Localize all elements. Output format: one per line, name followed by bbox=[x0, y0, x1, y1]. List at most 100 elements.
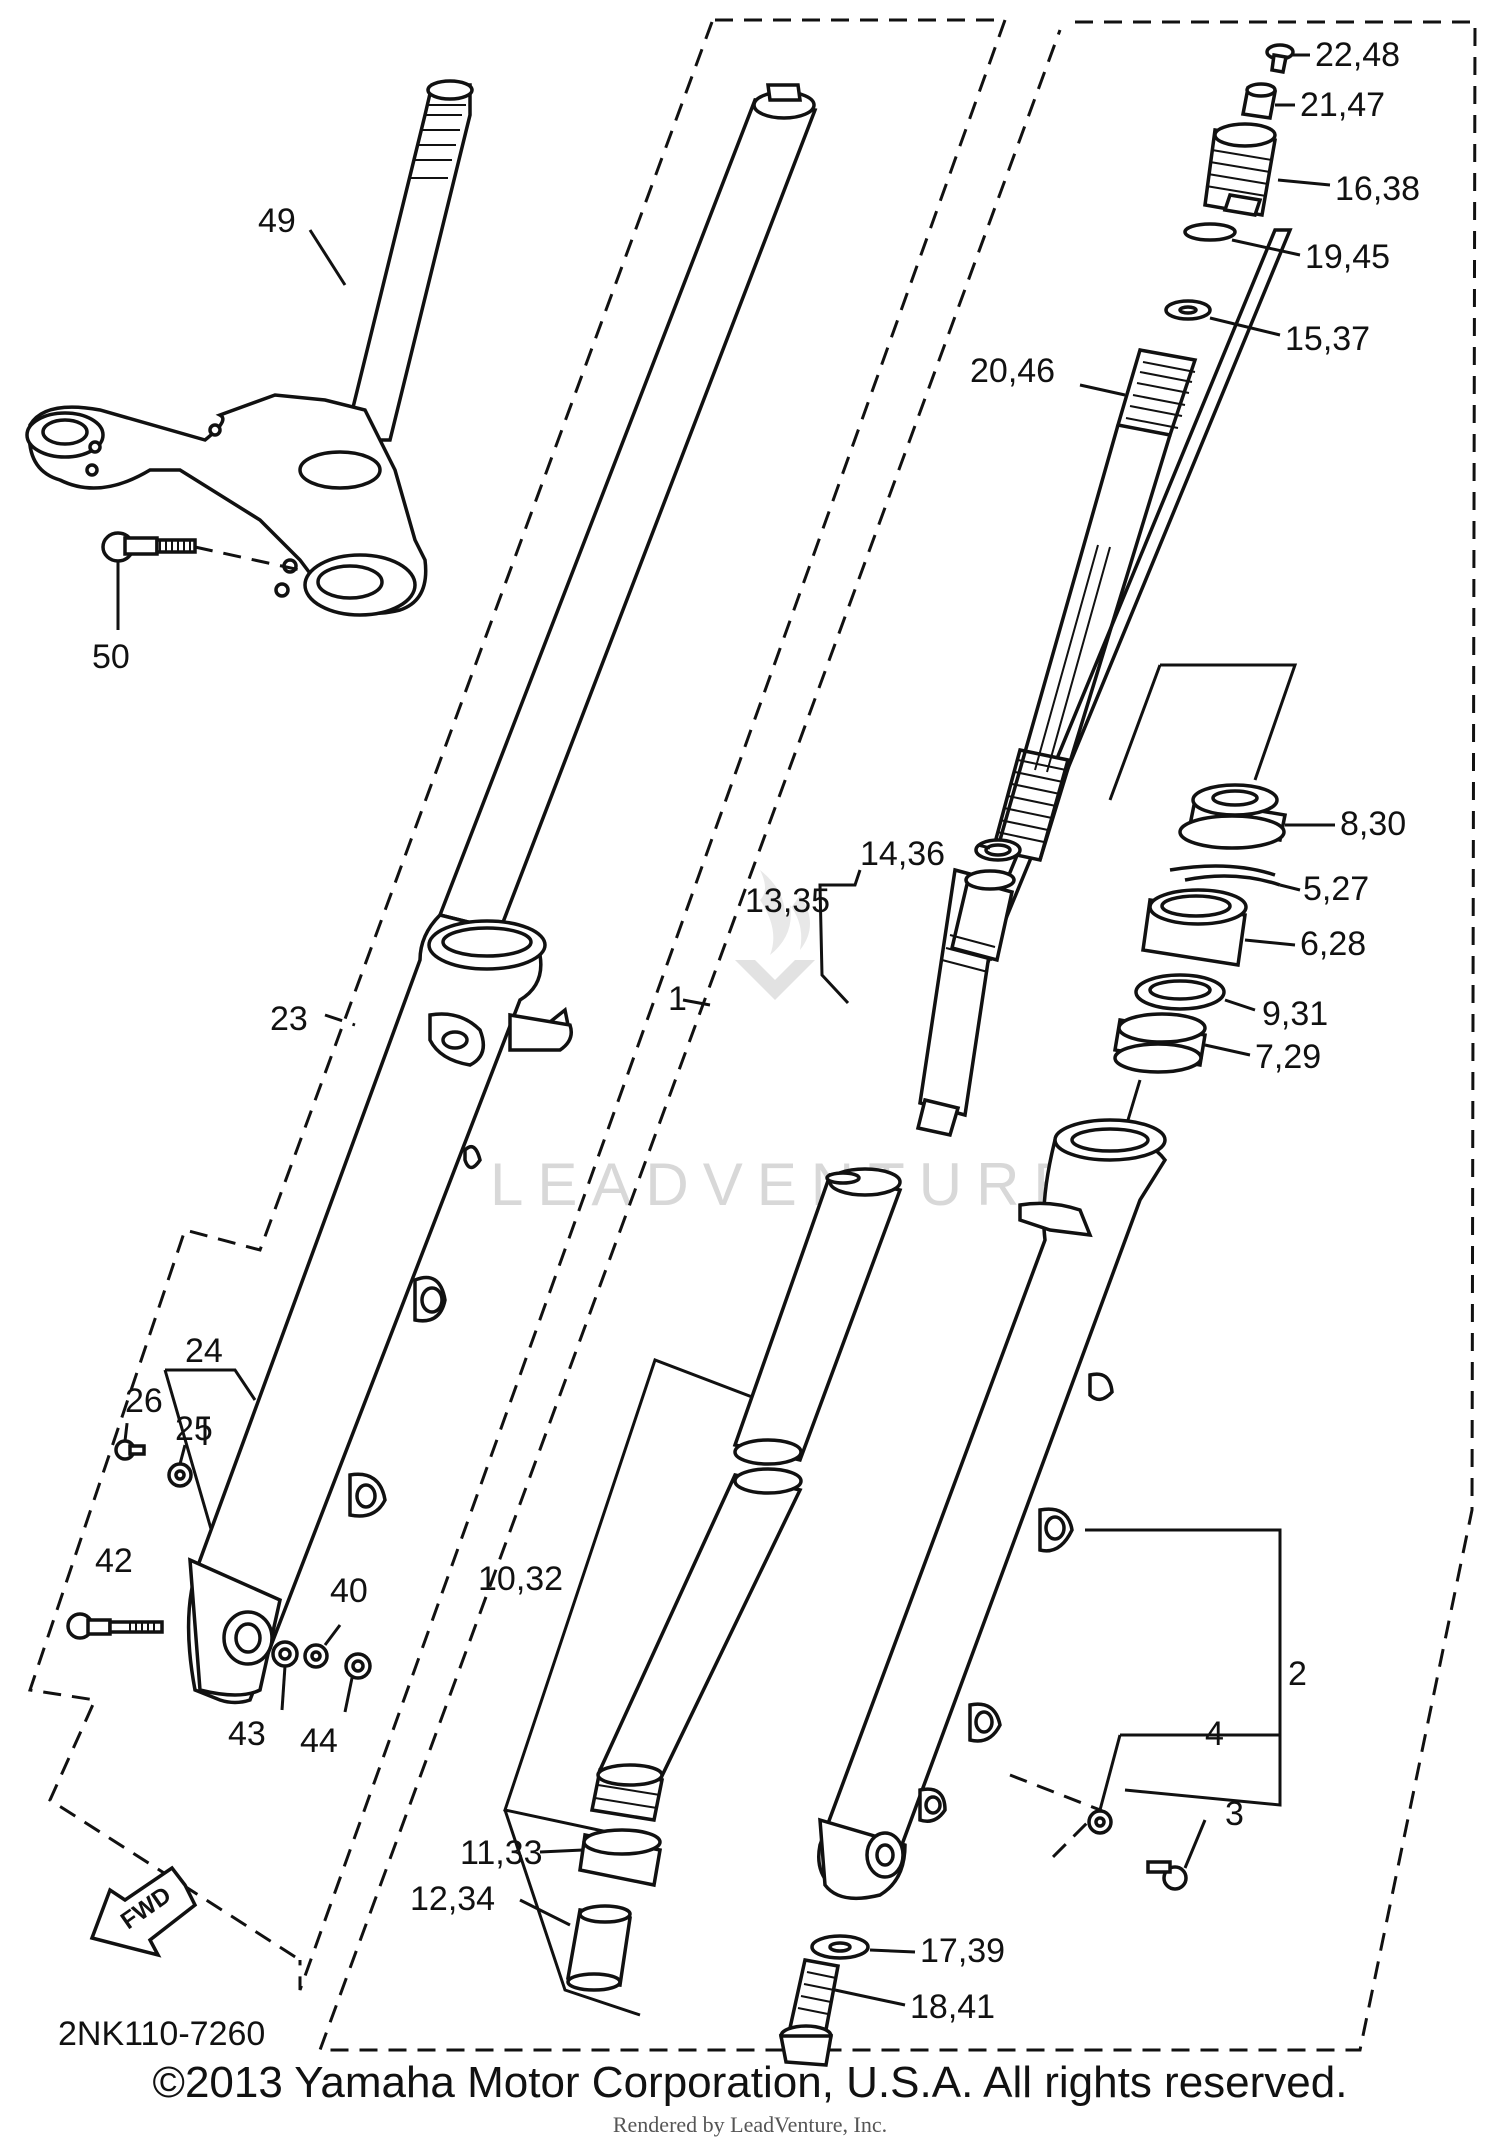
watermark-text: LEADVENTURE bbox=[490, 1151, 1087, 1218]
callout-50: 50 bbox=[92, 638, 130, 676]
callout-11-33: 11,33 bbox=[460, 1834, 543, 1872]
bolt-21-part bbox=[1240, 82, 1278, 120]
clip-5-part bbox=[1169, 864, 1281, 887]
callout-13-35: 13,35 bbox=[745, 882, 830, 920]
leader-5-27 bbox=[1279, 883, 1301, 892]
washer-9-part bbox=[1134, 973, 1226, 1011]
oring-19-part bbox=[1183, 222, 1237, 242]
callout-26: 26 bbox=[125, 1382, 163, 1420]
washer-17-part bbox=[810, 1934, 870, 1960]
oil-seal-11-part bbox=[578, 1828, 663, 1888]
bolt-42-part bbox=[66, 1612, 164, 1640]
fork-spring-20-part bbox=[990, 347, 1198, 863]
leader-16-38 bbox=[1277, 178, 1331, 187]
bracket-8-30-group bbox=[1108, 663, 1298, 801]
washer-40-part bbox=[303, 1643, 329, 1669]
leader-40 bbox=[323, 1624, 342, 1646]
bushing-7-part bbox=[1112, 1012, 1208, 1074]
leader-3 bbox=[1183, 1819, 1207, 1869]
callout-20-46: 20,46 bbox=[970, 352, 1055, 390]
leader-4-dash bbox=[1009, 1773, 1103, 1862]
leader-23-dash bbox=[324, 1013, 356, 1027]
leader-1 bbox=[682, 998, 711, 1007]
watermark-logo: LEADVENTURE bbox=[490, 870, 1087, 1218]
bracket-13-35 bbox=[818, 869, 862, 1005]
callout-18-41: 18,41 bbox=[910, 1988, 995, 2026]
bracket-2-group bbox=[1085, 1528, 1282, 1807]
bracket-12-34 bbox=[503, 1809, 641, 2017]
steering-stem-part bbox=[25, 79, 474, 617]
callout-17-39: 17,39 bbox=[920, 1932, 1005, 1970]
bolt-3-part bbox=[1146, 1860, 1188, 1891]
group-outline-left-lower bbox=[28, 21, 714, 1962]
callout-23: 23 bbox=[270, 1000, 308, 1038]
top-cap-16-part bbox=[1203, 122, 1278, 218]
leader-17-39 bbox=[869, 1948, 916, 1954]
leader-6-28 bbox=[1244, 938, 1296, 947]
bolt-26-part bbox=[114, 1439, 146, 1461]
cylinder-upper-part bbox=[732, 1167, 903, 1466]
diagram-code: 2NK110-7260 bbox=[58, 2015, 265, 2053]
leader-26-dash bbox=[123, 1414, 130, 1442]
callout-3: 3 bbox=[1225, 1795, 1244, 1833]
pinch-bolt-part bbox=[101, 531, 197, 563]
callout-25: 25 bbox=[175, 1410, 213, 1448]
callout-16-38: 16,38 bbox=[1335, 170, 1420, 208]
group-outline-right bbox=[317, 20, 1477, 2052]
callout-15-37: 15,37 bbox=[1285, 320, 1370, 358]
callout-42: 42 bbox=[95, 1542, 133, 1580]
bracket-10-32 bbox=[503, 1358, 761, 1842]
callout-24: 24 bbox=[185, 1332, 223, 1370]
leader-11-33 bbox=[539, 1848, 584, 1854]
leader-15-37 bbox=[1209, 316, 1281, 337]
leader-50-dash bbox=[194, 545, 301, 572]
callout-8-30: 8,30 bbox=[1340, 805, 1406, 843]
washer-25-part bbox=[167, 1462, 193, 1488]
nut-44-part bbox=[344, 1652, 372, 1680]
callout-44: 44 bbox=[300, 1722, 338, 1760]
dust-seal-8-part bbox=[1178, 783, 1288, 850]
callout-19-45: 19,45 bbox=[1305, 238, 1390, 276]
damper-rod-13-part bbox=[915, 867, 1016, 1138]
callout-14-36: 14,36 bbox=[860, 835, 945, 873]
nut-4-part bbox=[1087, 1809, 1113, 1835]
callout-10-32: 10,32 bbox=[478, 1560, 563, 1598]
plug-22-part bbox=[1265, 43, 1295, 75]
leader-9-31 bbox=[1224, 998, 1256, 1012]
leader-44 bbox=[343, 1677, 354, 1713]
cylinder-10-part bbox=[589, 1467, 803, 1822]
callout-21-47: 21,47 bbox=[1300, 86, 1385, 124]
leader-18-41 bbox=[834, 1988, 906, 2007]
leader-12-34 bbox=[519, 1898, 571, 1927]
callout-7-29: 7,29 bbox=[1255, 1038, 1321, 1076]
rendered-by-notice: Rendered by LeadVenture, Inc. bbox=[612, 2112, 888, 2137]
callout-22-48: 22,48 bbox=[1315, 36, 1400, 74]
callout-40: 40 bbox=[330, 1572, 368, 1610]
leader-7-29 bbox=[1204, 1043, 1251, 1057]
callout-12-34: 12,34 bbox=[410, 1880, 495, 1918]
washer-15-part bbox=[1164, 299, 1212, 321]
leader-49 bbox=[308, 229, 347, 286]
callout-1: 1 bbox=[668, 980, 687, 1018]
leader-20-46 bbox=[1079, 383, 1126, 397]
callout-43: 43 bbox=[228, 1715, 266, 1753]
washer-43-part bbox=[271, 1640, 299, 1668]
leader-14-36 bbox=[977, 843, 991, 850]
callout-5-27: 5,27 bbox=[1303, 870, 1369, 908]
callout-4: 4 bbox=[1205, 1715, 1224, 1753]
bushing-12-part bbox=[565, 1904, 632, 1992]
bracket-4-leader bbox=[1098, 1734, 1122, 1811]
callout-6-28: 6,28 bbox=[1300, 925, 1366, 963]
fwd-arrow-icon: FWD bbox=[89, 1865, 198, 1958]
leader-19-45 bbox=[1231, 238, 1301, 257]
oil-seal-6-part bbox=[1141, 888, 1248, 968]
outer-tube-2-part bbox=[817, 1118, 1168, 1901]
bolt-18-part bbox=[778, 1957, 841, 2067]
leader-25 bbox=[178, 1444, 187, 1465]
leader-43 bbox=[280, 1665, 287, 1711]
group-outline-left bbox=[298, 18, 1008, 1991]
callout-49: 49 bbox=[258, 202, 296, 240]
callout-9-31: 9,31 bbox=[1262, 995, 1328, 1033]
copyright-notice: ©2013 Yamaha Motor Corporation, U.S.A. A… bbox=[152, 2058, 1348, 2107]
